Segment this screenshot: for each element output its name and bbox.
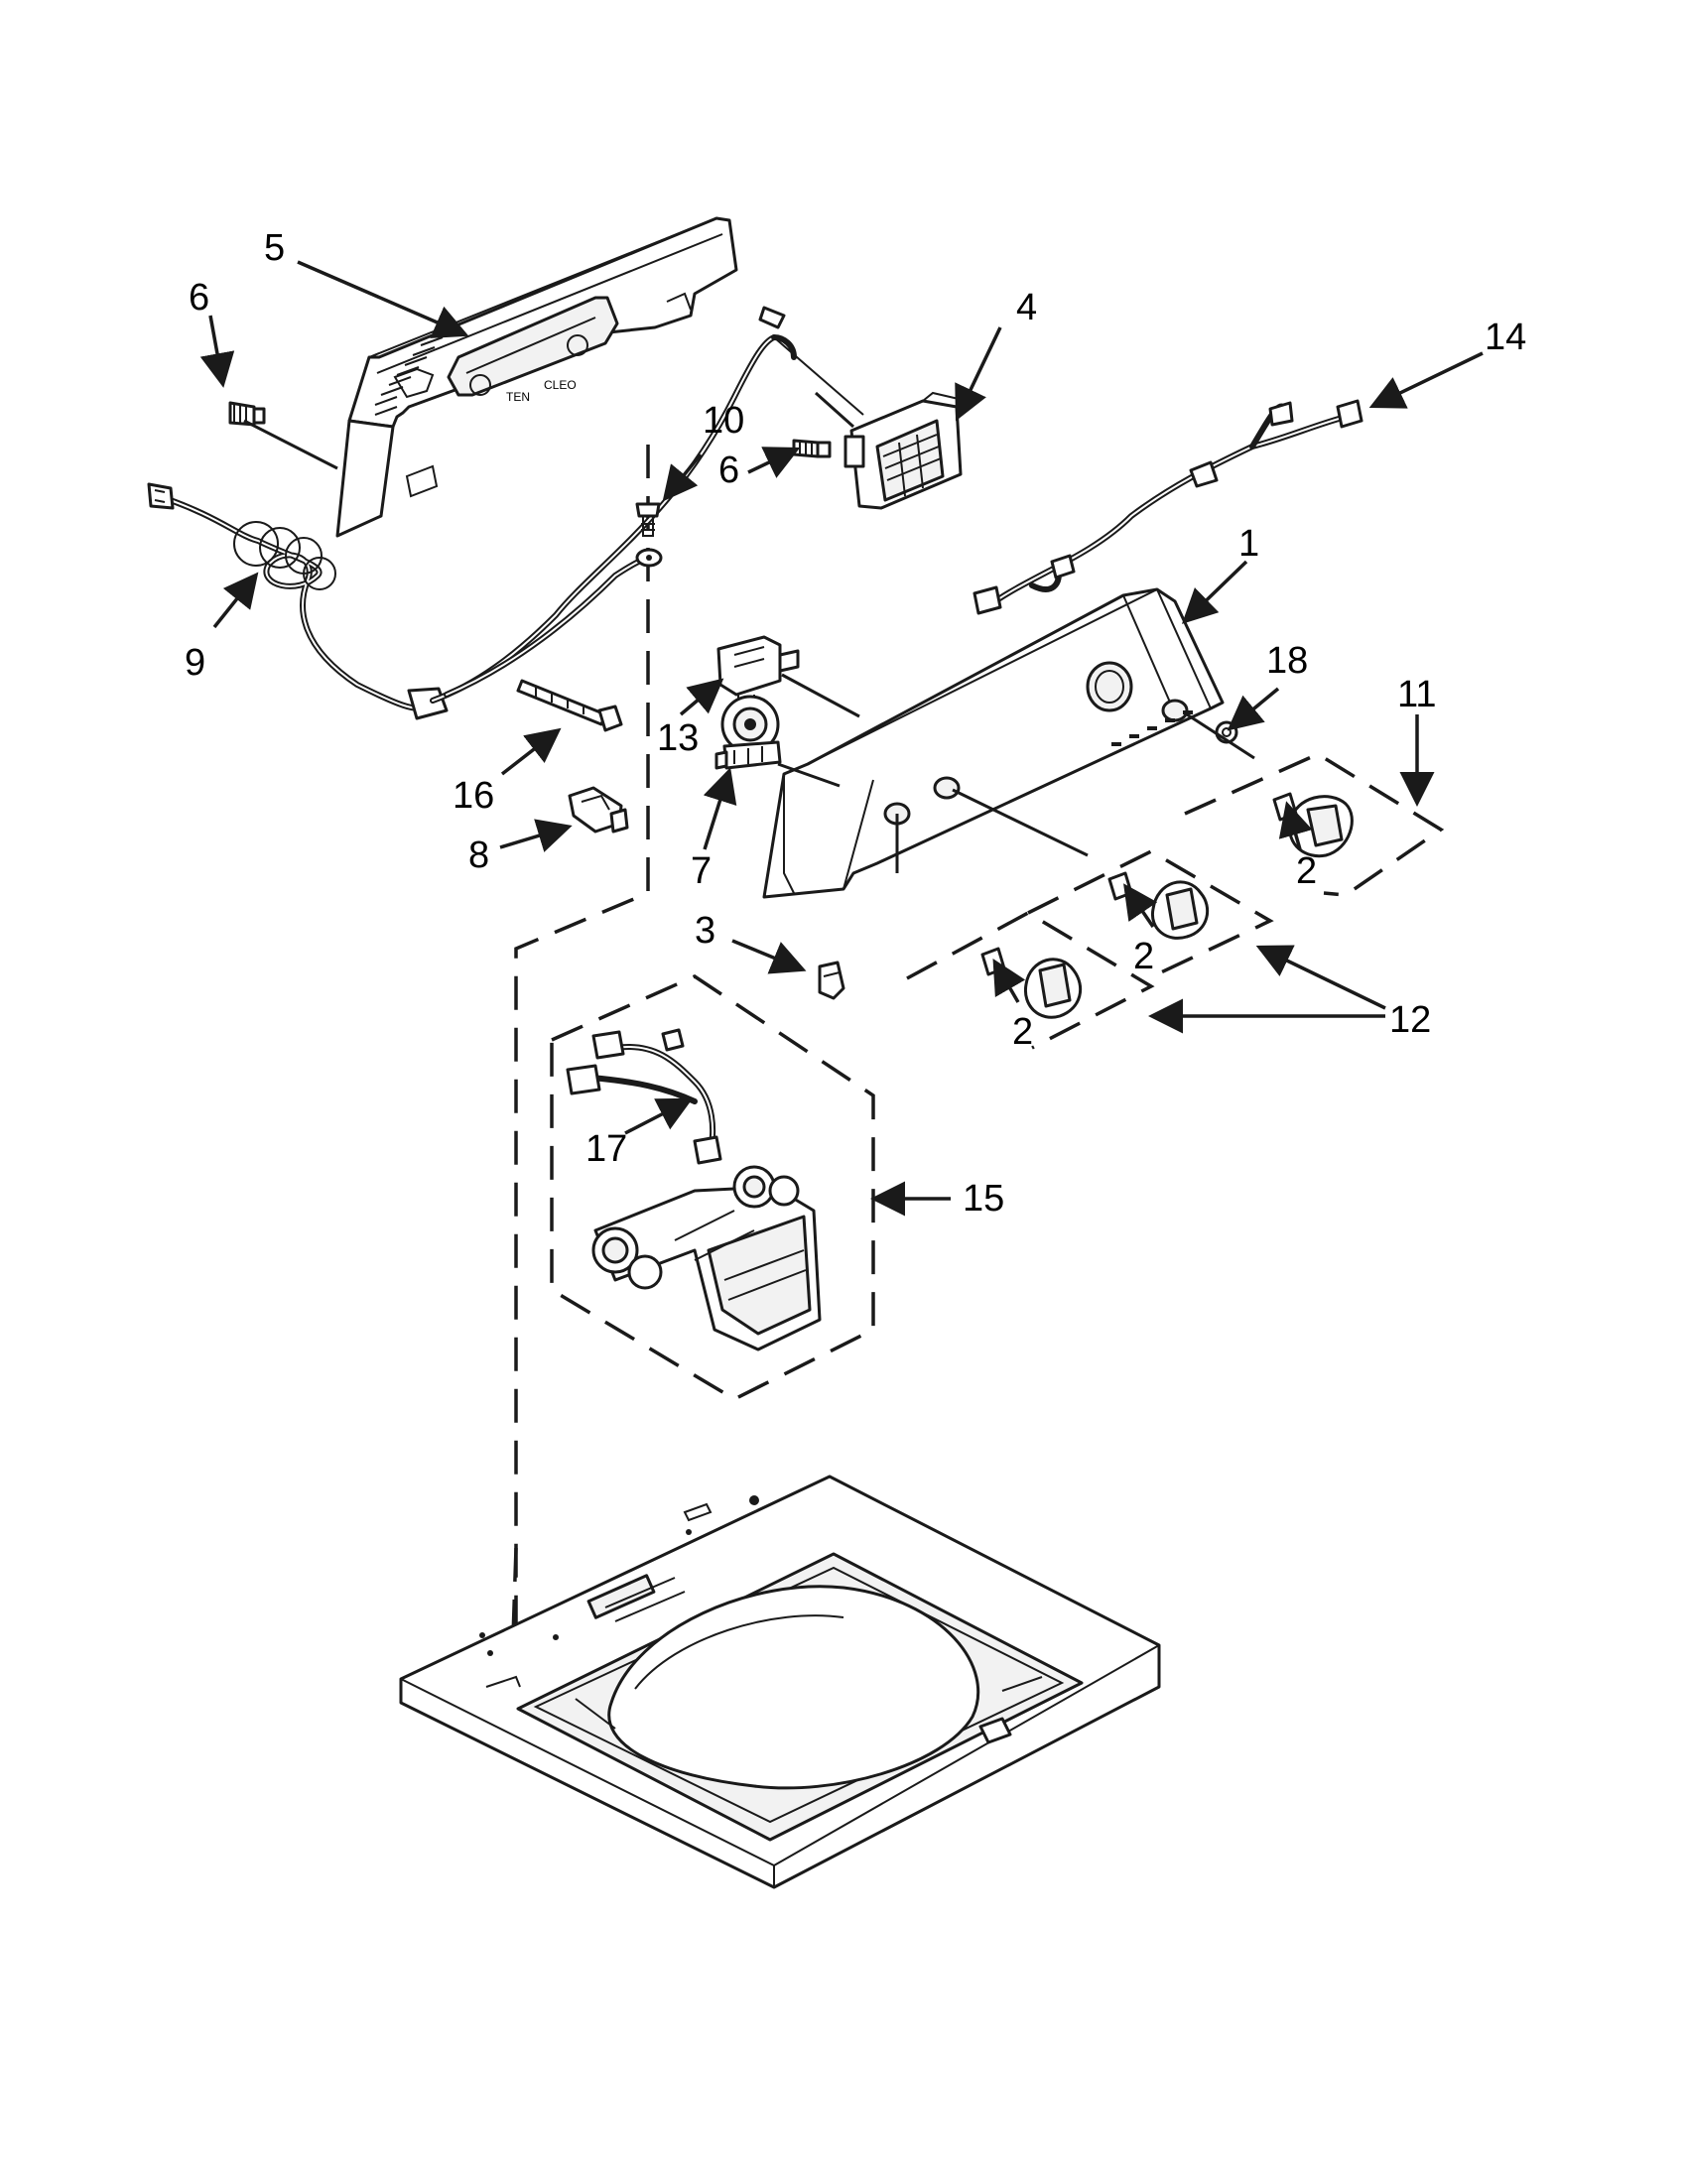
- washer-top-cabinet: [399, 1475, 1161, 1889]
- callout-11: 11: [1397, 674, 1436, 715]
- callout-2-middle: 2: [1133, 936, 1154, 977]
- callout-8: 8: [468, 835, 489, 876]
- ground-screw-part-10: [635, 502, 663, 568]
- callout-2-right: 2: [1296, 850, 1317, 892]
- clip-part-3: [818, 961, 845, 1000]
- callout-17: 17: [585, 1128, 627, 1170]
- knob-group-part-12: [906, 849, 1274, 1050]
- callout-9: 9: [185, 642, 205, 684]
- leader-arrows: [199, 260, 1484, 1217]
- power-cord-harness-part-9: [147, 306, 864, 720]
- panel-vent-slots: [374, 336, 444, 416]
- callout-14: 14: [1485, 317, 1526, 358]
- callout-5: 5: [264, 227, 285, 269]
- callout-1: 1: [1238, 523, 1259, 565]
- console-status-lights: [1111, 710, 1193, 746]
- callout-4: 4: [1016, 287, 1037, 328]
- panel-marking-1: TEN: [506, 390, 530, 404]
- callout-6-left: 6: [189, 277, 209, 319]
- callout-10: 10: [703, 400, 744, 442]
- callout-15: 15: [963, 1178, 1004, 1220]
- callout-2-left: 2: [1012, 1011, 1033, 1053]
- rear-control-panel-part-5: TEN CLEO: [335, 216, 738, 538]
- callout-12: 12: [1389, 999, 1431, 1041]
- callout-3: 3: [695, 910, 715, 952]
- control-console-part-1: [762, 587, 1225, 899]
- callout-7: 7: [691, 850, 712, 892]
- wire-clip-part-8: [568, 786, 629, 834]
- valve-harness-part-17: [566, 1028, 722, 1165]
- callout-13: 13: [657, 717, 699, 759]
- screw-part-6-right: [792, 439, 832, 458]
- callout-16: 16: [453, 775, 494, 817]
- console-harness-part-14: [973, 399, 1363, 615]
- callout-labels: 5 6 4 14 10 6 1 9 18 11 13 16 2 8 7 2 3 …: [185, 227, 1526, 1220]
- pressure-switch-part-7: [714, 695, 782, 770]
- callout-18: 18: [1266, 640, 1308, 682]
- valve-assembly-part-15: [550, 974, 875, 1401]
- cable-tie-part-16: [516, 679, 623, 732]
- control-board-part-4: [844, 391, 963, 510]
- panel-marking-2: CLEO: [544, 378, 577, 392]
- callout-6-right: 6: [718, 450, 739, 491]
- knob-group-part-11: [1184, 752, 1445, 897]
